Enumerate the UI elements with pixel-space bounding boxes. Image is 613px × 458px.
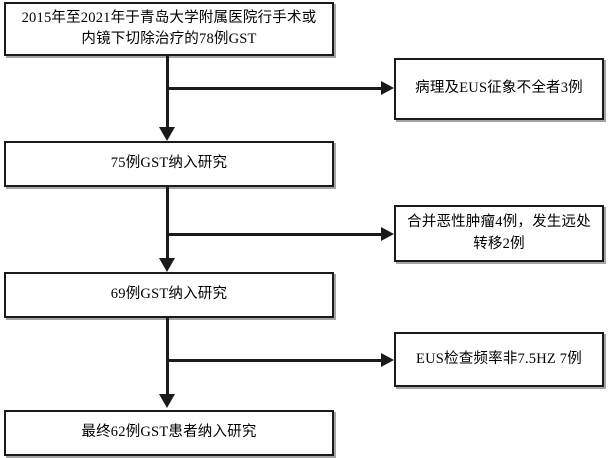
connector-branch-1 [166,87,381,90]
connector-branch-3 [166,359,381,362]
connector-trunk-2 [166,187,169,259]
flow-node-label: 合并恶性肿瘤4例，发生远处 转移2例 [407,214,591,252]
flow-node-label: 2015年至2021年于青岛大学附属医院行手术或 内镜下切除治疗的78例GST [21,9,317,47]
connector-trunk-1 [166,56,169,128]
flow-node-label: 69例GST纳入研究 [110,286,228,303]
flow-node-enrollment-source: 2015年至2021年于青岛大学附属医院行手术或 内镜下切除治疗的78例GST [4,2,334,56]
flow-node-exclusion-malignancy-metastasis: 合并恶性肿瘤4例，发生远处 转移2例 [394,205,604,262]
flow-node-exclusion-incomplete-data: 病理及EUS征象不全者3例 [394,58,604,120]
flow-node-label: 病理及EUS征象不全者3例 [415,80,583,97]
flow-node-final-included-62: 最终62例GST患者纳入研究 [4,410,334,456]
arrowhead-down-icon [159,258,175,272]
arrowhead-down-icon [159,127,175,141]
arrowhead-right-icon [381,81,394,95]
arrowhead-down-icon [159,394,175,408]
flow-node-label: 75例GST纳入研究 [110,155,228,172]
connector-branch-2 [166,233,381,236]
flow-node-included-69: 69例GST纳入研究 [4,272,334,318]
flow-node-exclusion-eus-frequency: EUS检查频率非7.5HZ 7例 [394,332,604,387]
flow-node-label: 最终62例GST患者纳入研究 [81,424,257,441]
connector-trunk-3 [166,318,169,395]
flow-node-included-75: 75例GST纳入研究 [4,141,334,187]
arrowhead-right-icon [381,353,394,367]
arrowhead-right-icon [381,227,394,241]
flow-node-label: EUS检查频率非7.5HZ 7例 [416,350,582,367]
